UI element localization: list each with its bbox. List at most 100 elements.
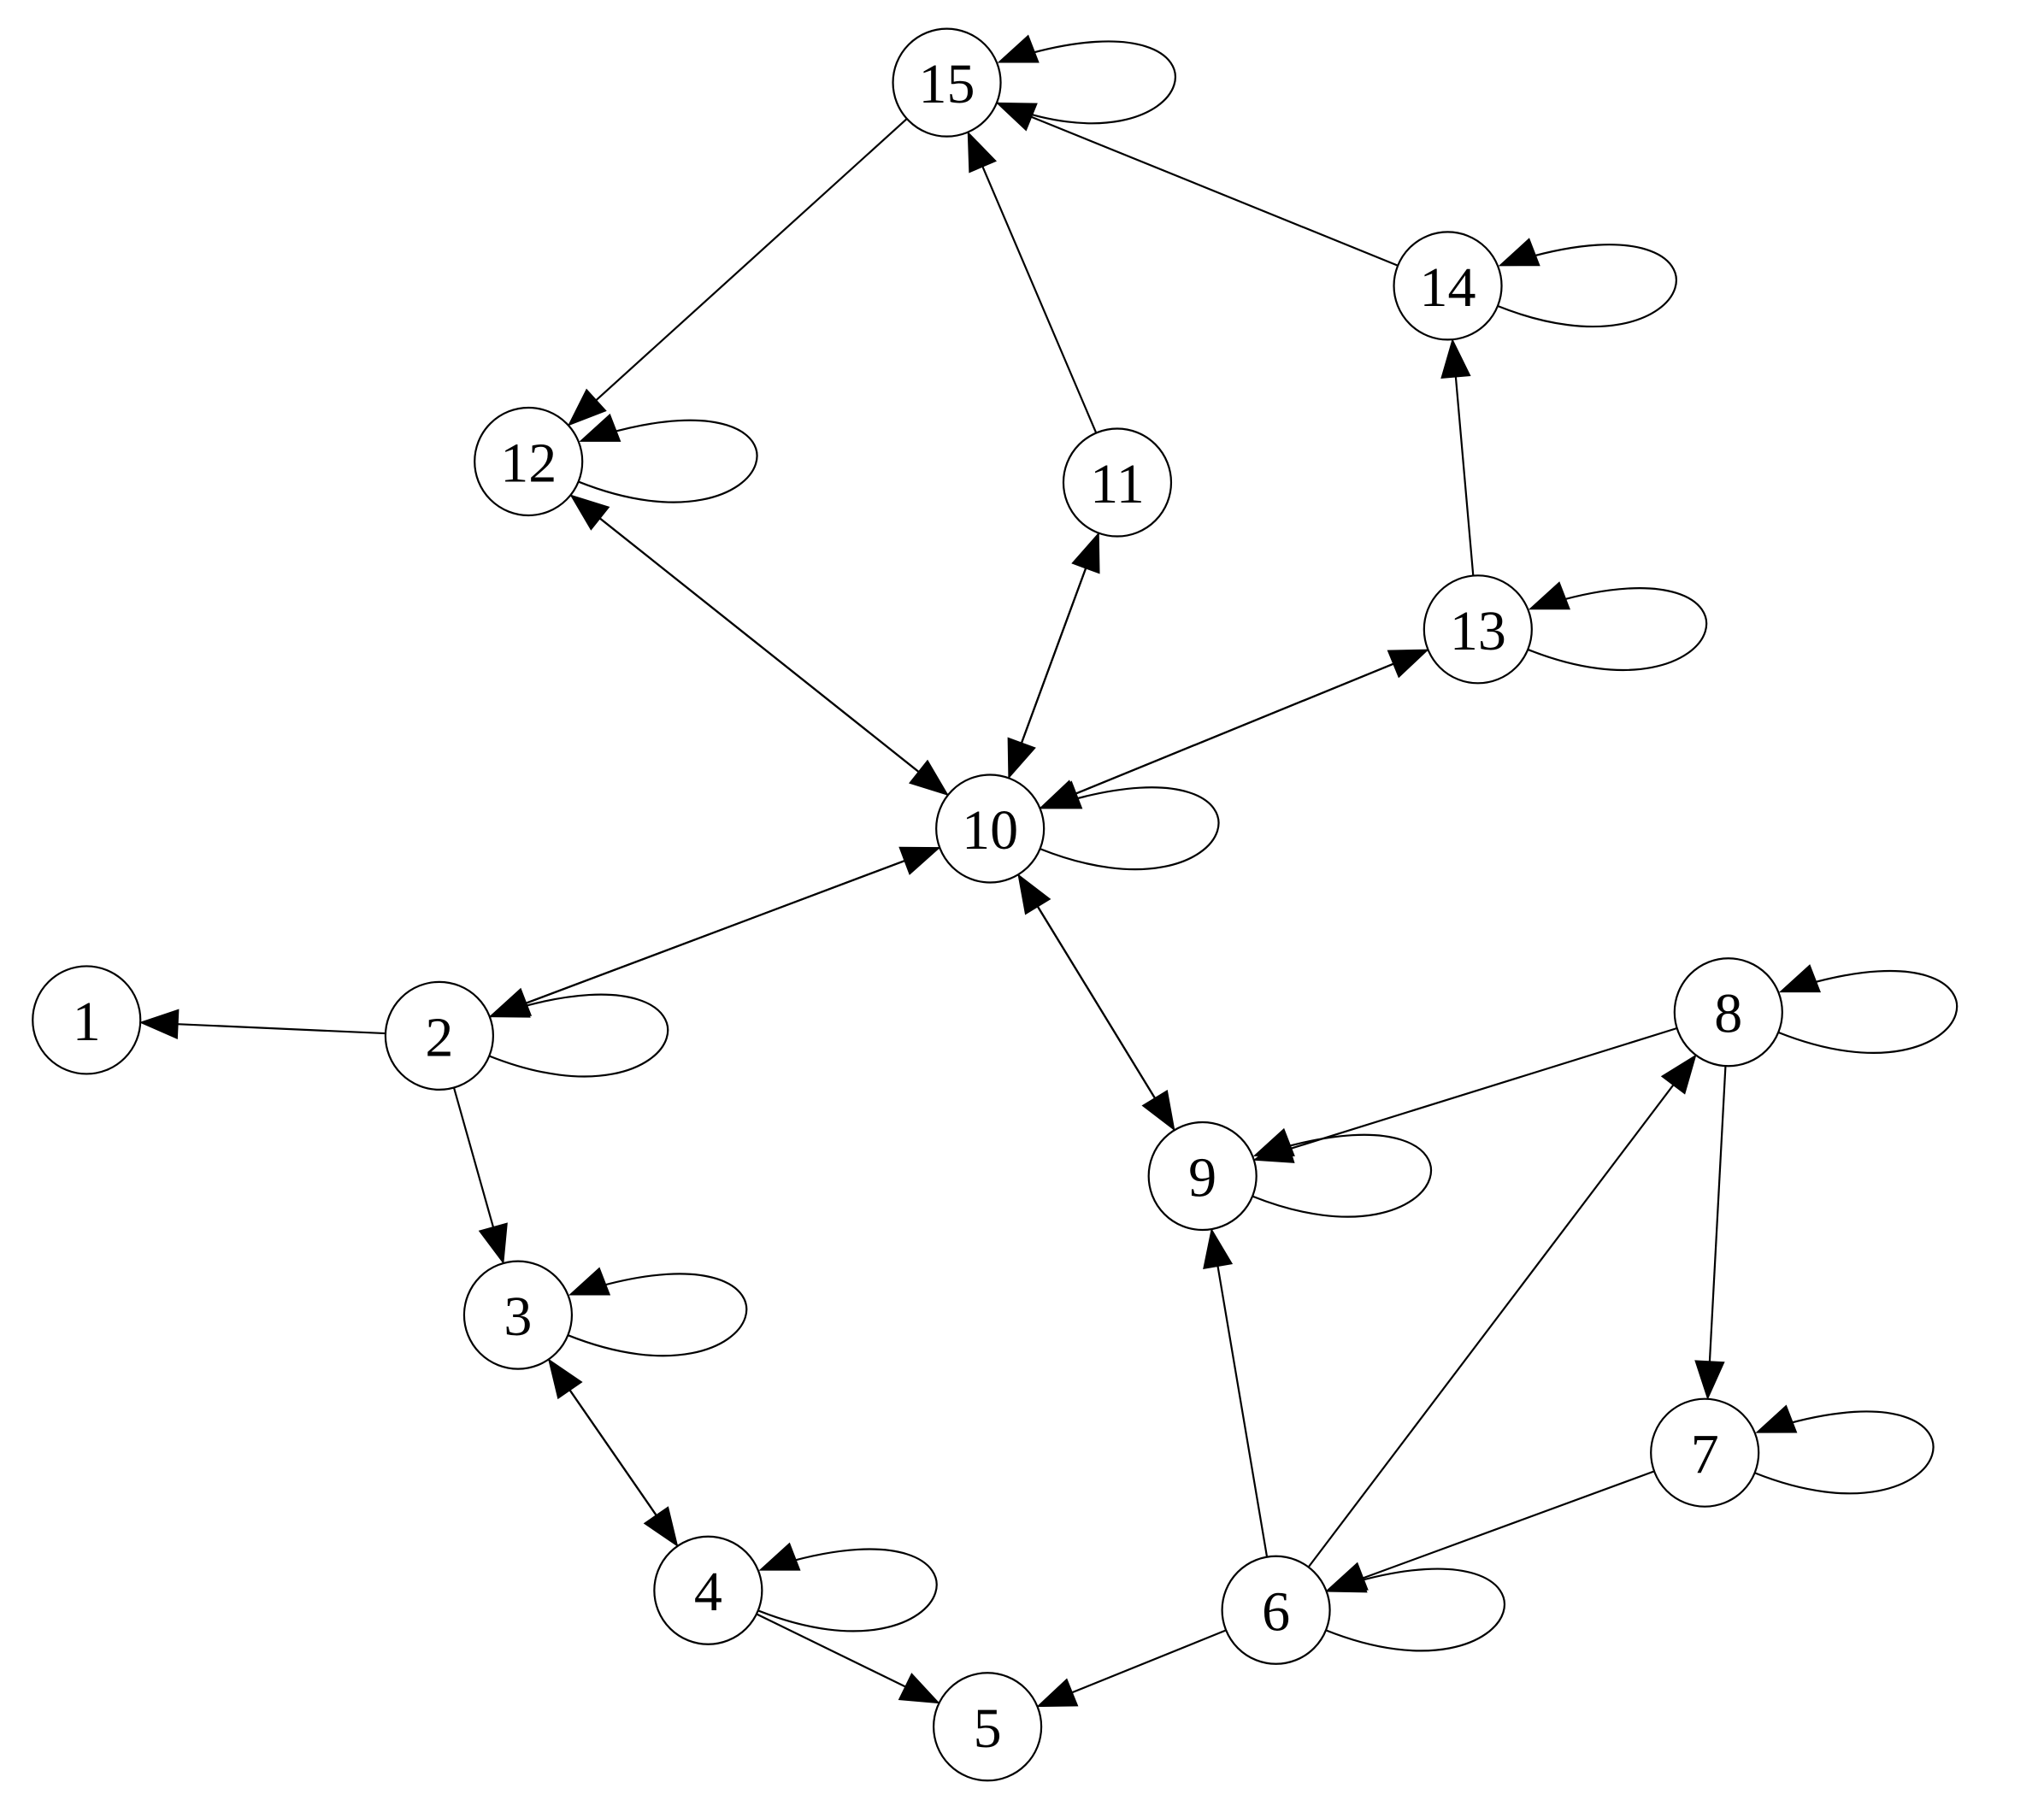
- self-loop-14: [1497, 244, 1677, 328]
- node-15-label: 15: [919, 53, 975, 115]
- edge-8-to-7: [1708, 1066, 1727, 1365]
- self-loop-9: [1252, 1133, 1433, 1218]
- node-7-circle: [1650, 1397, 1760, 1508]
- node-11-label: 11: [1090, 453, 1145, 515]
- node-4: 4: [653, 1535, 763, 1645]
- node-3: 3: [462, 1260, 574, 1370]
- arrowhead-self-loop-9-icon: [1252, 1127, 1295, 1156]
- edge-11-to-15: [980, 162, 1098, 433]
- arrowhead-self-loop-2-icon: [490, 987, 533, 1016]
- edge-8-to-9: [1286, 1026, 1677, 1151]
- node-12-label: 12: [500, 432, 557, 494]
- node-3-circle: [462, 1260, 574, 1370]
- node-9: 9: [1147, 1121, 1258, 1232]
- self-loop-7: [1754, 1410, 1935, 1495]
- arrowhead-self-loop-6-icon: [1326, 1562, 1369, 1591]
- self-loop-10: [1040, 786, 1220, 871]
- self-loop-8: [1777, 969, 1959, 1054]
- arrowhead-12-to-10-icon: [909, 759, 949, 797]
- node-1-circle: [32, 965, 142, 1075]
- self-loop-3: [567, 1273, 748, 1357]
- edge-13-to-14: [1454, 373, 1475, 576]
- arrowhead-self-loop-8-icon: [1778, 964, 1821, 993]
- arrowhead-self-loop-13-icon: [1528, 581, 1571, 610]
- arrowhead-9-to-10-icon: [1017, 874, 1051, 915]
- node-6: 6: [1221, 1555, 1331, 1665]
- self-loop-4: [757, 1548, 938, 1632]
- node-9-circle: [1147, 1121, 1258, 1232]
- node-14: 14: [1393, 231, 1503, 341]
- arrowhead-4-to-5-icon: [898, 1673, 940, 1704]
- edge-13-to-10: [1071, 649, 1428, 797]
- arrowhead-self-loop-3-icon: [568, 1267, 611, 1296]
- node-9-label: 9: [1188, 1146, 1216, 1209]
- edge-2-to-1: [174, 1022, 386, 1035]
- arrowhead-6-to-8-icon: [1660, 1054, 1697, 1095]
- edge-11-to-10: [1019, 532, 1100, 747]
- edge-10-to-2: [521, 846, 940, 1006]
- edge-6-to-9: [1216, 1262, 1269, 1557]
- node-3-label: 3: [504, 1285, 532, 1348]
- self-loop-2: [488, 993, 669, 1078]
- node-4-circle: [653, 1535, 763, 1645]
- arrowhead-2-to-1-icon: [138, 1009, 180, 1039]
- arrowhead-self-loop-10-icon: [1040, 780, 1083, 809]
- node-6-label: 6: [1262, 1580, 1290, 1643]
- arrowhead-self-loop-4-icon: [758, 1542, 801, 1571]
- edge-15-to-12: [592, 118, 908, 403]
- node-10: 10: [935, 774, 1046, 884]
- node-8-label: 8: [1714, 983, 1742, 1045]
- arrowhead-4-to-3-icon: [547, 1358, 583, 1400]
- node-13-circle: [1423, 574, 1533, 685]
- node-5: 5: [933, 1672, 1043, 1782]
- node-14-label: 14: [1420, 256, 1476, 319]
- node-1: 1: [32, 965, 142, 1075]
- arrowhead-11-to-15-icon: [967, 131, 998, 174]
- arrowhead-self-loop-14-icon: [1498, 238, 1540, 267]
- arrowhead-self-loop-12-icon: [579, 413, 621, 442]
- arrowhead-self-loop-7-icon: [1755, 1404, 1798, 1433]
- node-5-circle: [933, 1672, 1043, 1782]
- arrowhead-10-to-9-icon: [1141, 1090, 1175, 1132]
- arrowhead-8-to-7-icon: [1694, 1360, 1725, 1401]
- node-6-circle: [1221, 1555, 1331, 1665]
- edge-2-to-3: [452, 1087, 496, 1231]
- node-2-circle: [384, 980, 494, 1091]
- node-2-label: 2: [425, 1006, 453, 1068]
- arrowhead-11-to-10-icon: [1007, 737, 1036, 779]
- node-7-label: 7: [1691, 1423, 1719, 1485]
- edge-6-to-5: [1069, 1629, 1227, 1695]
- arrowhead-6-to-5-icon: [1036, 1678, 1079, 1708]
- edge-10-to-9: [1017, 874, 1157, 1102]
- node-5-label: 5: [974, 1697, 1002, 1760]
- arrowhead-15-to-12-icon: [567, 388, 607, 426]
- arrowhead-13-to-14-icon: [1440, 338, 1471, 379]
- node-8-circle: [1673, 957, 1783, 1068]
- node-10-label: 10: [962, 799, 1018, 862]
- node-14-circle: [1393, 231, 1503, 341]
- self-loop-15: [996, 40, 1176, 125]
- node-12: 12: [474, 406, 584, 517]
- self-loop-6: [1325, 1568, 1505, 1652]
- node-4-label: 4: [694, 1561, 722, 1623]
- node-8: 8: [1673, 957, 1783, 1068]
- edge-7-to-6: [1358, 1470, 1655, 1581]
- self-loop-13: [1527, 587, 1708, 672]
- node-13: 13: [1423, 574, 1533, 685]
- node-15-circle: [892, 27, 1002, 138]
- edges-layer: [138, 34, 1959, 1708]
- node-7: 7: [1650, 1397, 1760, 1508]
- arrowhead-14-to-15-icon: [995, 102, 1038, 132]
- arrowhead-6-to-9-icon: [1203, 1227, 1234, 1269]
- node-11: 11: [1062, 427, 1173, 538]
- arrowhead-2-to-3-icon: [478, 1222, 508, 1265]
- node-10-circle: [935, 774, 1046, 884]
- edge-12-to-10: [569, 494, 922, 775]
- edge-4-to-5: [756, 1613, 910, 1690]
- node-13-label: 13: [1450, 600, 1506, 662]
- edge-14-to-15: [1028, 115, 1399, 267]
- edge-4-to-3: [567, 1386, 679, 1547]
- node-15: 15: [892, 27, 1002, 138]
- node-1-label: 1: [73, 991, 101, 1053]
